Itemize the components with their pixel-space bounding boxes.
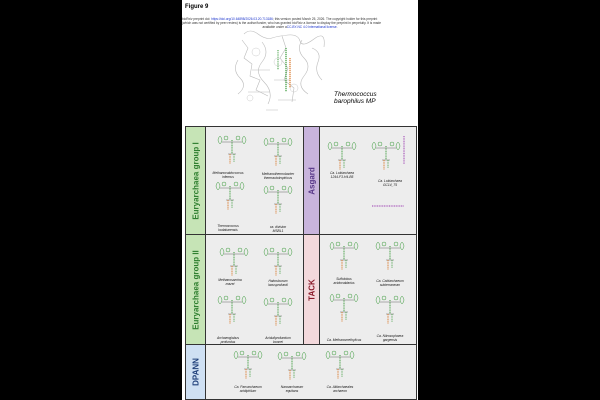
structure-parvarchaeum [233,350,263,380]
structure-msbl1 [263,185,293,215]
preprint-notice-line1: bioRxiv preprint doi: https://doi.org/10… [182,17,418,21]
mini-structures-layer [215,135,405,381]
notice-text: available under a [262,25,287,29]
top-rna-structure-diagram [235,30,325,111]
license-link[interactable]: CC-BY-NC 4.0 International license [286,25,337,29]
doi-link[interactable]: https://doi.org/10.64898/2026.03.20.7131… [211,17,273,21]
structure-altiarchaeales [325,350,355,380]
structure-nanoarchaeum [277,351,307,381]
figure-label: Figure 9 [185,4,209,10]
structure-haloruburum [263,247,293,277]
structure-sulfolobus [329,241,359,271]
species-label: Ca. Methanomethylicus [326,338,362,342]
structure-lokiarchaea-1244 [327,141,357,171]
top-species-line1: Thermococcus [334,91,377,98]
structure-methanocaldococcus [217,135,247,165]
structure-archaeoglobus [217,295,247,325]
structure-caldarchaeum [375,241,405,271]
structure-aciduliprofundum [263,297,293,327]
dpann-panel [205,344,417,400]
structure-nitrosophaera [375,295,405,325]
structure-methanomethylicus [329,293,359,323]
preprint-notice-line2: (which was not certified by peer review)… [182,21,382,25]
notice-text: ; this version posted March 25, 2026. Th… [272,17,378,21]
notice-text: bioRxiv preprint doi: [182,17,212,21]
structure-thermococcus-kodakarensis [215,181,245,211]
structure-methanosarcina [219,247,249,277]
top-species-line2: barophilus MP [334,98,376,105]
tack-panel [319,234,417,346]
asgard-panel [319,126,417,236]
preprint-notice-line3: available under aCC-BY-NC 4.0 Internatio… [182,25,418,29]
structure-methanothermobacter [263,137,293,167]
structure-lokiarchaea-gc14 [371,141,401,171]
notice-text: . [336,25,338,29]
euryarchaea-group1-panel [205,126,305,236]
preprint-page: Figure 9 bioRxiv preprint doi: https://d… [182,0,418,400]
